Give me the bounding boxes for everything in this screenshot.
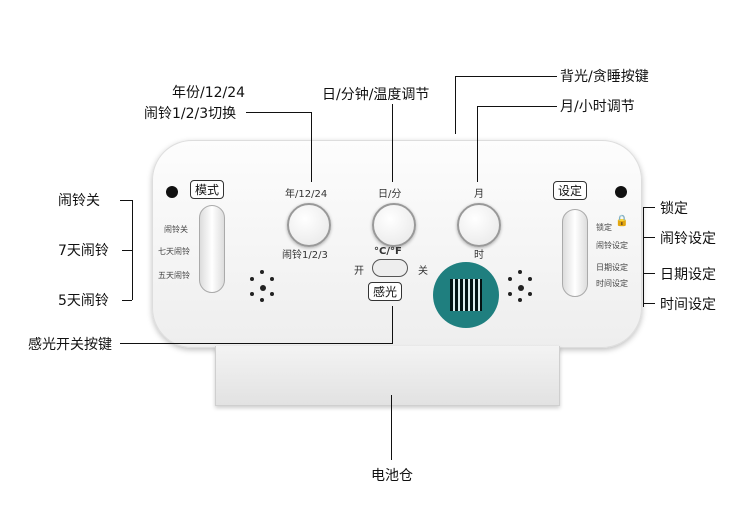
mode-pos-label: 闹铃关 bbox=[164, 225, 188, 234]
btn2-bottom-label: °C/°F bbox=[374, 246, 402, 257]
set-slider[interactable] bbox=[562, 209, 588, 297]
light-label: 感光 bbox=[368, 282, 403, 301]
year-button[interactable] bbox=[287, 203, 331, 247]
callout-alarm-off: 闹铃关 bbox=[58, 193, 100, 209]
callout-date-set: 日期设定 bbox=[660, 267, 716, 283]
callout-backlight: 背光/贪睡按键 bbox=[560, 69, 649, 85]
screw-hole bbox=[615, 186, 627, 198]
btn3-top-label: 月 bbox=[474, 189, 484, 200]
btn1-top-label: 年/12/24 bbox=[285, 189, 328, 200]
callout-time-set: 时间设定 bbox=[660, 297, 716, 313]
callout-lock: 锁定 bbox=[660, 201, 688, 217]
screw-hole bbox=[166, 186, 178, 198]
callout-7-day: 7天闹铃 bbox=[58, 243, 109, 259]
callout-alarm-switch: 闹铃1/2/3切换 bbox=[144, 106, 237, 122]
set-label: 设定 bbox=[553, 181, 588, 200]
mode-pos-label: 五天闹铃 bbox=[158, 271, 190, 280]
callout-year: 年份/12/24 bbox=[172, 85, 246, 101]
day-minute-button[interactable] bbox=[372, 203, 416, 247]
callout-alarm-set: 闹铃设定 bbox=[660, 231, 716, 247]
callout-month-hour: 月/小时调节 bbox=[560, 99, 635, 115]
set-pos-label: 闹铃设定 bbox=[596, 241, 628, 250]
lock-icon: 🔒 bbox=[615, 214, 629, 227]
callout-light-switch: 感光开关按键 bbox=[28, 337, 112, 353]
callout-battery: 电池仓 bbox=[371, 468, 413, 484]
callout-day-minute: 日/分钟/温度调节 bbox=[322, 87, 430, 103]
btn1-bottom-label: 闹铃1/2/3 bbox=[282, 250, 328, 261]
set-pos-label: 时间设定 bbox=[596, 279, 628, 288]
month-hour-button[interactable] bbox=[457, 203, 501, 247]
light-switch[interactable] bbox=[372, 259, 408, 277]
qr-badge bbox=[433, 262, 499, 328]
mode-pos-label: 七天闹铃 bbox=[158, 247, 190, 256]
switch-on-label: 开 bbox=[354, 266, 364, 277]
mode-label: 模式 bbox=[190, 180, 225, 199]
callout-5-day: 5天闹铃 bbox=[58, 293, 109, 309]
btn3-bottom-label: 时 bbox=[474, 250, 484, 261]
qr-code-icon bbox=[450, 279, 482, 311]
mode-slider[interactable] bbox=[199, 205, 225, 293]
btn2-top-label: 日/分 bbox=[378, 189, 402, 200]
set-pos-label: 日期设定 bbox=[596, 263, 628, 272]
switch-off-label: 关 bbox=[418, 266, 428, 277]
battery-cover bbox=[215, 346, 560, 406]
set-pos-label: 锁定 bbox=[596, 223, 612, 232]
